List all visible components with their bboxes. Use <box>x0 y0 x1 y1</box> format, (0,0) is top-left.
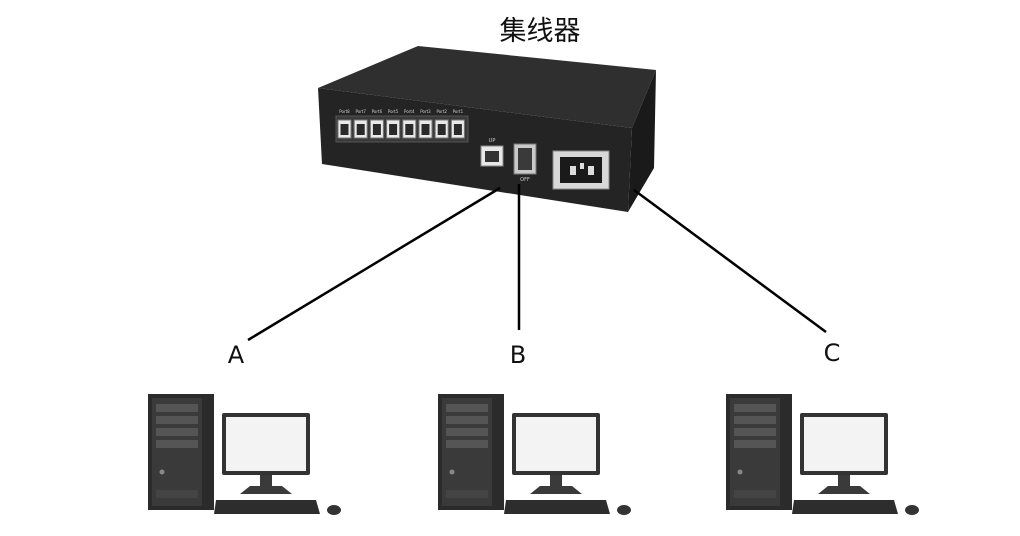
rj45-port-socket <box>356 124 365 135</box>
drive-bay <box>156 428 198 436</box>
monitor-neck <box>838 475 850 487</box>
monitor-screen <box>516 417 596 471</box>
label-c: C <box>824 339 841 367</box>
rj45-port-socket <box>405 124 414 135</box>
keyboard <box>504 500 610 514</box>
port-label: Port5 <box>388 109 399 114</box>
uplink-port: UP <box>480 138 504 167</box>
label-a: A <box>228 341 245 369</box>
label-b: B <box>510 341 526 369</box>
drive-bay <box>734 404 776 412</box>
power-switch: OFF <box>513 143 537 183</box>
mouse <box>617 505 631 515</box>
power-button <box>449 469 455 475</box>
diagram-title: 集线器 <box>500 16 581 47</box>
drive-bay <box>446 404 488 412</box>
monitor-base <box>240 486 292 494</box>
drive-bay <box>446 440 488 448</box>
drive-bay <box>734 428 776 436</box>
mouse <box>905 505 919 515</box>
rj45-port-socket <box>340 124 349 135</box>
hub-top-face <box>318 46 656 128</box>
power-inlet <box>552 150 610 190</box>
link-line-a <box>247 186 501 342</box>
monitor-neck <box>550 475 562 487</box>
hub-device: Port8 Port7 Port6 Port5 Port4 Port3 Port2 Port1… <box>318 46 656 212</box>
monitor-base <box>818 486 870 494</box>
computer-b <box>438 394 631 515</box>
switch-off-label: OFF <box>520 177 530 183</box>
drive-bay <box>734 440 776 448</box>
keyboard <box>792 500 898 514</box>
power-button <box>159 469 165 475</box>
rj45-port-socket <box>372 124 381 135</box>
port-label: Port3 <box>420 109 431 114</box>
port-label: Port1 <box>453 109 464 114</box>
vent <box>156 490 198 498</box>
port-label: Port4 <box>404 109 415 114</box>
drive-bay <box>156 404 198 412</box>
rj45-port-socket <box>453 124 462 135</box>
drive-bay <box>446 428 488 436</box>
drive-bay <box>156 416 198 424</box>
port-label: Port7 <box>355 109 366 114</box>
port-label: Port2 <box>436 109 447 114</box>
power-button <box>737 469 743 475</box>
drive-bay <box>446 416 488 424</box>
keyboard <box>214 500 320 514</box>
computer-c <box>726 394 919 515</box>
drive-bay <box>156 440 198 448</box>
tower-front <box>152 398 202 506</box>
drive-bay <box>734 416 776 424</box>
uplink-label: UP <box>489 138 496 144</box>
rj45-port-socket <box>437 124 446 135</box>
monitor-neck <box>260 475 272 487</box>
rj45-port-socket <box>389 124 398 135</box>
link-line-c <box>633 188 827 334</box>
port-label: Port8 <box>339 109 350 114</box>
port-label: Port6 <box>372 109 383 114</box>
computer-a <box>148 394 341 515</box>
monitor-screen <box>226 417 306 471</box>
vent <box>446 490 488 498</box>
mouse <box>327 505 341 515</box>
monitor-screen <box>804 417 884 471</box>
hub-side-face <box>628 70 656 212</box>
hub-port-bank: Port8 Port7 Port6 Port5 Port4 Port3 Port2 Port1 <box>335 109 469 143</box>
tower-front <box>442 398 492 506</box>
monitor-base <box>530 486 582 494</box>
vent <box>734 490 776 498</box>
rj45-port-socket <box>421 124 430 135</box>
tower-front <box>730 398 780 506</box>
